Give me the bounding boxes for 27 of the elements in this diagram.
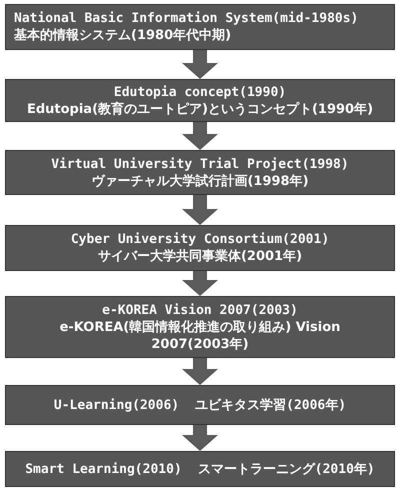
box-text: Edutopia concept(1990) — [114, 84, 286, 100]
process-box — [5, 296, 395, 358]
block-arrow — [182, 50, 218, 79]
block-arrow — [182, 271, 218, 296]
block-arrow — [182, 425, 218, 451]
box-text: National Basic Information System(mid-1980s) — [14, 10, 358, 27]
process-box — [5, 451, 395, 487]
process-box — [5, 4, 395, 50]
box-text: サイバー大学共同事業体(2001年) — [98, 248, 302, 265]
box-text: 基本的情報システム(1980年代中期) — [14, 27, 232, 44]
process-box — [5, 225, 395, 271]
box-text: Virtual University Trial Project(1998) — [51, 156, 349, 172]
box-text: ヴァーチャル大学試行計画(1998年) — [91, 172, 309, 190]
box-text: Smart Learning(2010) — [25, 460, 182, 478]
box-text: e-KOREA(韓国情報化推進の取り組み) Vision 2007(2003年) — [58, 318, 342, 352]
block-arrow — [182, 195, 218, 225]
box-text: スマートラーニング(2010年) — [198, 460, 375, 478]
box-text: U-Learning(2006) — [54, 396, 180, 414]
process-box — [5, 79, 395, 122]
block-arrow — [182, 358, 218, 385]
box-text: Cyber University Consortium(2001) — [70, 231, 330, 248]
process-box — [5, 385, 395, 425]
box-text: ユビキタス学習(2006年) — [195, 396, 346, 414]
box-text: e-KOREA Vision 2007(2003) — [102, 302, 298, 318]
block-arrow — [182, 122, 218, 150]
box-text: Edutopia(教育のユートピア)というコンセプト(1990年) — [26, 100, 374, 118]
process-box — [5, 150, 395, 195]
